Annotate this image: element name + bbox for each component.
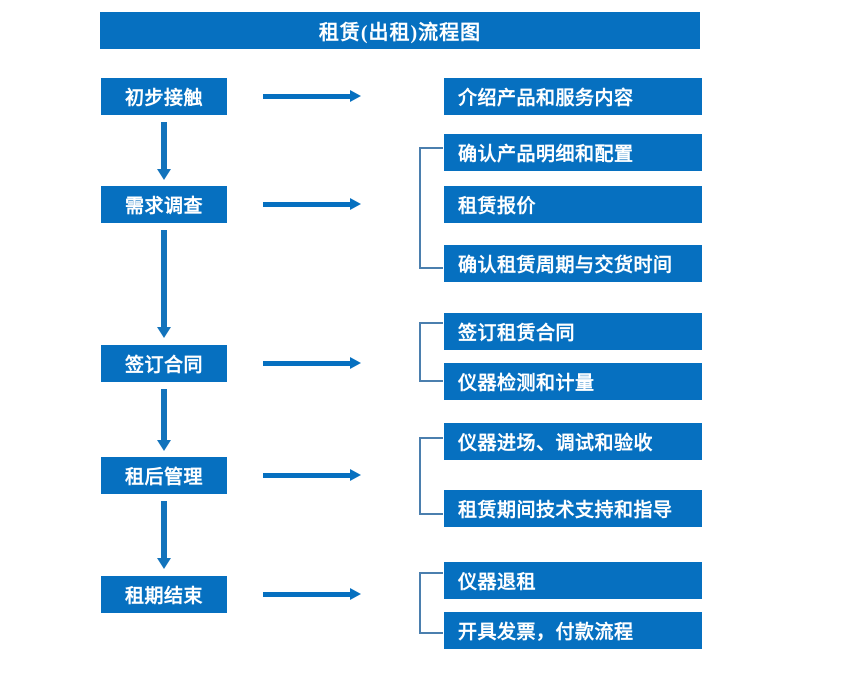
flow-arrow-down-4: [157, 501, 171, 569]
detail-box-rental-quotation[interactable]: 租赁报价: [444, 186, 702, 223]
detail-box-confirm-spec-config[interactable]: 确认产品明细和配置: [444, 134, 702, 171]
group-bracket-needs-survey: [419, 147, 443, 269]
chart-title: 租赁(出租)流程图: [100, 12, 700, 49]
group-bracket-sign-contract: [419, 322, 443, 382]
detail-box-introduce-products[interactable]: 介绍产品和服务内容: [444, 78, 702, 115]
detail-box-invoice-payment[interactable]: 开具发票，付款流程: [444, 612, 702, 649]
link-arrow-right-1: [263, 90, 361, 102]
link-arrow-right-3: [263, 357, 361, 369]
stage-box-initial-contact[interactable]: 初步接触: [101, 78, 227, 115]
flow-arrow-down-2: [157, 230, 171, 338]
flow-arrow-down-3: [157, 389, 171, 451]
stage-box-needs-survey[interactable]: 需求调查: [101, 186, 227, 223]
detail-box-technical-support[interactable]: 租赁期间技术支持和指导: [444, 490, 702, 527]
group-bracket-post-rental: [419, 437, 443, 515]
stage-box-post-rental-mgmt[interactable]: 租后管理: [101, 457, 227, 494]
detail-box-sign-rental-contract[interactable]: 签订租赁合同: [444, 313, 702, 350]
detail-box-instrument-onsite[interactable]: 仪器进场、调试和验收: [444, 423, 702, 460]
detail-box-instrument-inspection[interactable]: 仪器检测和计量: [444, 363, 702, 400]
stage-box-lease-end[interactable]: 租期结束: [101, 576, 227, 613]
link-arrow-right-2: [263, 198, 361, 210]
link-arrow-right-5: [263, 588, 361, 600]
flow-arrow-down-1: [157, 122, 171, 180]
group-bracket-lease-end: [419, 572, 443, 634]
detail-box-instrument-return[interactable]: 仪器退租: [444, 562, 702, 599]
link-arrow-right-4: [263, 469, 361, 481]
stage-box-sign-contract[interactable]: 签订合同: [101, 345, 227, 382]
detail-box-confirm-term-delivery[interactable]: 确认租赁周期与交货时间: [444, 245, 702, 282]
